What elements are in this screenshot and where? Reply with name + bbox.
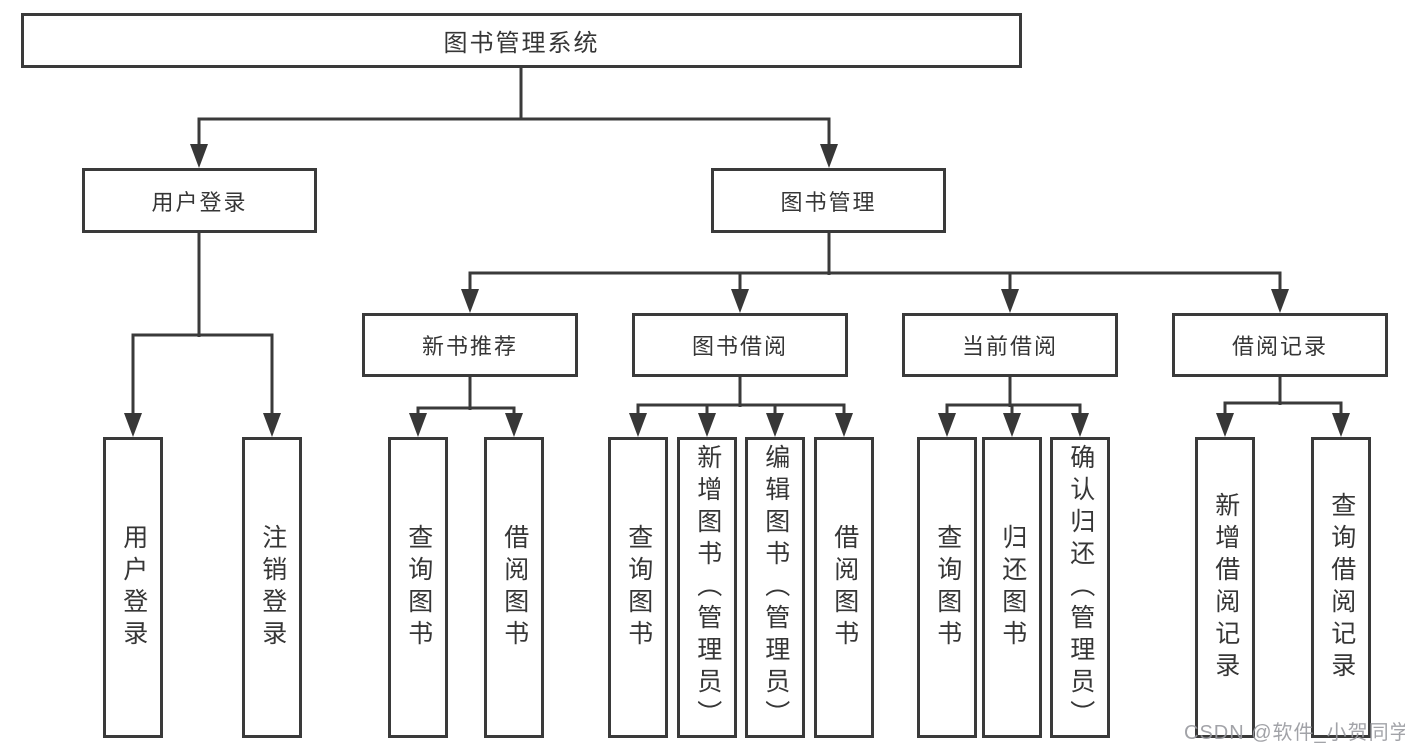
leaf-return-book: 归还图书 <box>982 437 1042 738</box>
arrowhead <box>629 413 647 437</box>
node-borrow-records: 借阅记录 <box>1172 313 1388 377</box>
node-book-management: 图书管理 <box>711 168 946 233</box>
arrowhead <box>1001 289 1019 313</box>
node-current-borrow: 当前借阅 <box>902 313 1118 377</box>
leaf-query-borrow-record: 查询借阅记录 <box>1311 437 1371 738</box>
leaf-query-book-recommend: 查询图书 <box>388 437 448 738</box>
arrowheads <box>124 144 1350 437</box>
arrowhead <box>1071 413 1089 437</box>
arrowhead <box>409 413 427 437</box>
arrowhead <box>731 289 749 313</box>
leaf-query-book-current: 查询图书 <box>917 437 977 738</box>
leaf-borrow-book-recommend: 借阅图书 <box>484 437 544 738</box>
leaf-logout: 注销登录 <box>242 437 302 738</box>
arrowhead <box>835 413 853 437</box>
arrowhead <box>505 413 523 437</box>
leaf-borrow-book: 借阅图书 <box>814 437 874 738</box>
arrowhead <box>938 413 956 437</box>
arrowhead <box>820 144 838 168</box>
node-user-login: 用户登录 <box>82 168 317 233</box>
connector-path <box>131 68 1343 418</box>
arrowhead <box>1216 413 1234 437</box>
arrowhead <box>698 413 716 437</box>
leaf-add-borrow-record: 新增借阅记录 <box>1195 437 1255 738</box>
leaf-add-book-admin: 新增图书（管理员） <box>677 437 737 738</box>
leaf-user-login: 用户登录 <box>103 437 163 738</box>
arrowhead <box>1271 289 1289 313</box>
arrowhead <box>263 413 281 437</box>
arrowhead <box>766 413 784 437</box>
arrowhead <box>461 289 479 313</box>
leaf-query-book-borrow: 查询图书 <box>608 437 668 738</box>
node-new-book-recommend: 新书推荐 <box>362 313 578 377</box>
leaf-confirm-return-admin: 确认归还（管理员） <box>1050 437 1110 738</box>
arrowhead <box>1332 413 1350 437</box>
arrowhead <box>124 413 142 437</box>
node-book-borrow: 图书借阅 <box>632 313 848 377</box>
arrowhead <box>1003 413 1021 437</box>
leaf-edit-book-admin: 编辑图书（管理员） <box>745 437 805 738</box>
watermark: CSDN @软件_小贺同学 <box>1184 722 1405 744</box>
node-library-management-system: 图书管理系统 <box>21 13 1022 68</box>
arrowhead <box>190 144 208 168</box>
